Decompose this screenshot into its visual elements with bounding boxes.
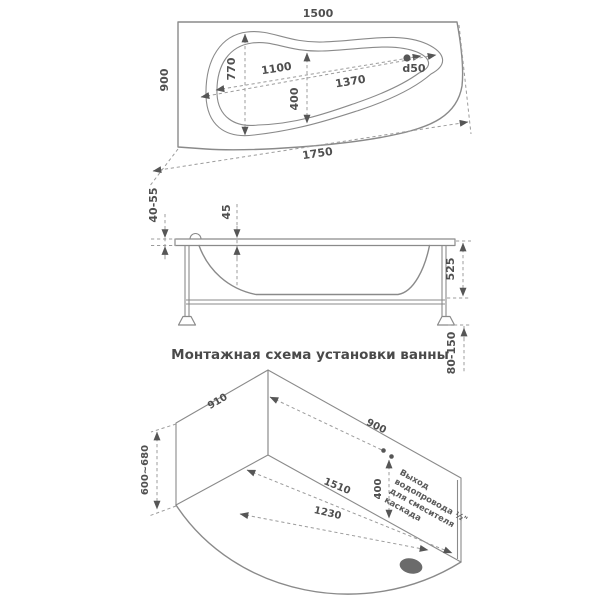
- rim-inset-label: 45: [220, 204, 233, 219]
- body-height-label: 525: [444, 258, 457, 281]
- water-outlet-point: [389, 454, 394, 459]
- outlet-height-label: 400: [373, 479, 384, 500]
- drain-diameter-label: d50: [402, 62, 426, 75]
- drain-distance-dimension-line: [239, 512, 429, 552]
- drain-distance-label: 1100: [260, 60, 293, 78]
- bowl-width-label: 770: [225, 57, 238, 80]
- tub-bowl-outline: [216, 41, 430, 127]
- extension-line: [458, 24, 472, 135]
- right-foot: [436, 315, 456, 326]
- rim-height-label: 40-55: [147, 187, 160, 222]
- outlet-distance-label: 900: [364, 417, 388, 436]
- left-wall-label: 910: [206, 392, 230, 412]
- tub-rim-outline: [205, 31, 444, 137]
- side-view: 40-55 45 525 80-150: [147, 187, 472, 374]
- bowl-depth-label: 400: [288, 87, 301, 110]
- apron-curve: [175, 504, 462, 595]
- front-edge-label: 1750: [301, 145, 334, 162]
- front-edge-dimension-line: [152, 119, 469, 174]
- isometric-view: 910 600~680 900 400 Выход водопровода ½"…: [140, 369, 469, 595]
- drain-distance-dimension-line: [215, 53, 422, 93]
- top-view: 1500 900 770 400 1100 1370 d50 1750: [148, 7, 472, 188]
- bowl-length-dimension-line: [200, 53, 437, 99]
- extension-line: [148, 505, 177, 517]
- top-width-label: 1500: [303, 7, 334, 20]
- drain-distance-label: 1230: [313, 505, 343, 522]
- bowl-length-label: 1370: [334, 73, 367, 91]
- drain-point: [403, 54, 411, 62]
- right-wall: [267, 369, 462, 563]
- outlet-note: Выход водопровода ½" для смесителя каска…: [382, 468, 469, 530]
- extension-line: [150, 423, 177, 433]
- feet-adjust-label: 80-150: [445, 331, 458, 374]
- outlet-distance-dimension-line: [269, 396, 385, 452]
- top-depth-label: 900: [158, 68, 171, 91]
- water-outlet-point: [381, 448, 386, 453]
- overflow-bump: [189, 233, 202, 240]
- left-foot: [177, 315, 197, 326]
- base-length-dimension-line: [246, 469, 453, 554]
- base-length-label: 1510: [322, 476, 352, 497]
- bowl-profile: [198, 244, 431, 296]
- left-wall: [175, 369, 269, 506]
- extension-line: [148, 148, 179, 188]
- rim-slab: [174, 238, 456, 247]
- drain-hole: [399, 558, 423, 574]
- scheme-title: Монтажная схема установки ванны: [171, 347, 449, 363]
- install-height-label: 600~680: [140, 445, 151, 495]
